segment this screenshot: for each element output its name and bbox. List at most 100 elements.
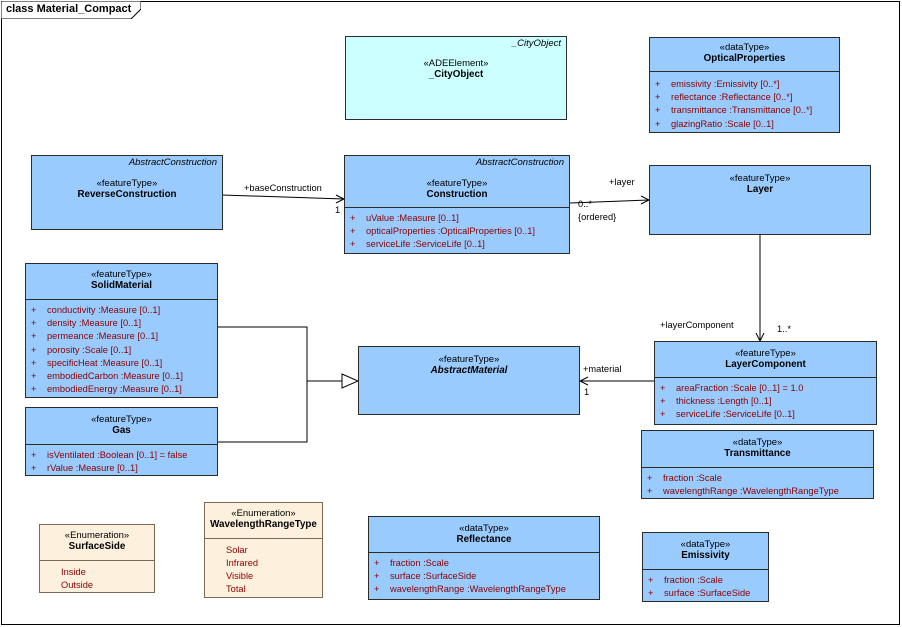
stereotype: «Enumeration» xyxy=(231,508,296,519)
class-name: Gas xyxy=(112,425,131,436)
attribute-text: permeance :Measure [0..1] xyxy=(47,331,159,342)
attribute: + fraction :Scale xyxy=(642,472,873,485)
stereotype: «dataType» xyxy=(680,539,731,550)
stereotype: «dataType» xyxy=(459,523,509,534)
visibility-marker: + xyxy=(374,584,380,595)
class-name: Reflectance xyxy=(456,534,512,545)
attribute: +density :Measure [0..1] xyxy=(26,317,217,330)
attribute-text: density :Measure [0..1] xyxy=(47,318,142,329)
attribute-list: +emissivity :Emissivity [0..*] +reflecta… xyxy=(650,71,839,131)
enum-surface-side[interactable]: «Enumeration» SurfaceSide Inside Outside xyxy=(39,524,155,593)
attribute-text: fraction :Scale xyxy=(664,575,723,585)
attribute: +fraction :Scale xyxy=(369,557,599,570)
frame-title: class Material_Compact xyxy=(6,3,132,15)
visibility-marker: + xyxy=(655,118,661,129)
attribute: +transmittance :Transmittance [0..*] xyxy=(650,104,839,117)
stereotype: «featureType» xyxy=(91,269,152,280)
class-solid-material[interactable]: «featureType» SolidMaterial + conductivit… xyxy=(25,263,218,398)
attribute-list: +fraction :Scale +wavelengthRange :Wavel… xyxy=(642,467,873,498)
class-optical-properties[interactable]: «dataType» OpticalProperties +emissivity… xyxy=(649,37,840,133)
attribute-text: surface :SurfaceSide xyxy=(664,588,751,599)
attribute-text: conductivity :Measure [0..1] xyxy=(47,305,161,315)
literal-list: Inside Outside xyxy=(40,560,154,592)
attribute: +serviceLife :ServiceLife [0..1] xyxy=(655,408,876,421)
class-name: LayerComponent xyxy=(725,359,806,370)
class-abstract-material[interactable]: «featureType» AbstractMaterial xyxy=(358,346,580,415)
attribute-text: wavelengthRange :WavelengthRangeType xyxy=(390,584,566,595)
attribute-text: surface :SurfaceSide xyxy=(390,571,477,582)
class-name: Layer xyxy=(746,184,774,195)
attribute: + porosity :Scale [0..1] xyxy=(26,344,217,357)
frame-title-tab xyxy=(1,1,141,19)
attribute-text: isVentilated :Boolean [0..1] = false xyxy=(47,450,188,460)
attribute-text: porosity :Scale [0..1] xyxy=(47,344,132,355)
attribute: +specificHeat :Measure [0..1] xyxy=(26,357,217,370)
attribute: + areaFraction :Scale [0..1] = 1.0 xyxy=(655,382,876,395)
visibility-marker: + xyxy=(648,588,654,599)
enum-literal: Visible xyxy=(226,571,254,581)
layer-line xyxy=(569,199,650,204)
enum-literal: Infrared xyxy=(226,558,259,568)
visibility-marker: + xyxy=(374,571,380,582)
class-gas[interactable]: «featureType» Gas +isVentilated :Boolean… xyxy=(25,407,218,476)
attribute: +rValue :Measure [0..1] xyxy=(26,462,217,475)
visibility-marker: + xyxy=(374,558,380,568)
attribute: +emissivity :Emissivity [0..*] xyxy=(650,78,839,91)
class-construction[interactable]: AbstractConstruction «featureType» Const… xyxy=(344,155,570,254)
attribute-text: fraction :Scale xyxy=(663,473,722,483)
visibility-marker: + xyxy=(660,383,666,393)
attribute-text: glazingRatio :Scale [0..1] xyxy=(671,118,774,129)
attribute-list: +fraction :Scale + surface :SurfaceSide +… xyxy=(369,552,599,597)
class-name: SolidMaterial xyxy=(91,280,152,291)
visibility-marker: + xyxy=(31,384,37,395)
class-reverse-construction[interactable]: AbstractConstruction «featureType» Rever… xyxy=(31,155,223,230)
class-city-object[interactable]: _CityObject «ADEElement» _CityObject xyxy=(345,36,567,120)
attribute-text: embodiedCarbon :Measure [0..1] xyxy=(47,370,183,381)
material-arrow xyxy=(578,376,589,386)
literal-list: Solar Infrared Visible Total xyxy=(205,538,322,596)
attribute: + wavelengthRange :WavelengthRangeType xyxy=(369,583,599,596)
attribute: + fraction :Scale xyxy=(643,574,768,587)
stereotype: «featureType» xyxy=(96,178,158,189)
attribute-text: areaFraction :Scale [0..1] = 1.0 xyxy=(676,383,804,393)
enum-literal: Outside xyxy=(61,580,94,590)
constraint-layer: {ordered} xyxy=(578,212,617,222)
visibility-marker: + xyxy=(31,305,37,315)
role-layer: +layer xyxy=(609,177,635,187)
class-reflectance[interactable]: «dataType» Reflectance +fraction :Scale … xyxy=(368,516,600,600)
class-transmittance[interactable]: «dataType» Transmittance +fraction :Scal… xyxy=(641,430,874,499)
attribute-text: serviceLife :ServiceLife [0..1] xyxy=(366,239,485,250)
visibility-marker: + xyxy=(31,450,37,460)
class-name: Transmittance xyxy=(724,448,791,459)
parent-class-label: AbstractConstruction xyxy=(475,157,564,168)
attribute: +serviceLife :ServiceLife [0..1] xyxy=(345,238,569,251)
attribute: + glazingRatio :Scale [0..1] xyxy=(650,118,839,131)
attribute-text: rValue :Measure [0..1] xyxy=(47,463,138,474)
visibility-marker: + xyxy=(647,486,653,497)
class-name: ReverseConstruction xyxy=(77,189,177,200)
attribute-list: +conductivity :Measure [0..1] +density :… xyxy=(26,299,217,396)
visibility-marker: + xyxy=(647,473,653,483)
stereotype: «Enumeration» xyxy=(64,530,130,541)
class-emissivity[interactable]: «dataType» Emissivity +fraction :Scale +… xyxy=(642,532,769,602)
attribute: + surface :SurfaceSide xyxy=(369,570,599,583)
visibility-marker: + xyxy=(660,396,666,407)
enum-literal: Solar xyxy=(226,545,248,555)
class-name: _CityObject xyxy=(428,69,484,80)
enum-wavelength-range-type[interactable]: «Enumeration» WavelengthRangeType Solar … xyxy=(204,502,323,598)
attribute-text: uValue :Measure [0..1] xyxy=(366,213,459,223)
attribute-text: thickness :Length [0..1] xyxy=(676,396,772,407)
visibility-marker: + xyxy=(350,213,356,223)
class-layer[interactable]: «featureType» Layer xyxy=(649,165,871,235)
attribute: + conductivity :Measure [0..1] xyxy=(26,304,217,317)
class-layer-component[interactable]: «featureType» LayerComponent +areaFracti… xyxy=(654,341,877,425)
visibility-marker: + xyxy=(660,409,666,420)
visibility-marker: + xyxy=(648,575,654,585)
visibility-marker: + xyxy=(350,226,356,237)
attribute: + isVentilated :Boolean [0..1] = false xyxy=(26,449,217,462)
parent-package-label: _CityObject xyxy=(511,38,561,49)
visibility-marker: + xyxy=(31,344,37,355)
enum-name: SurfaceSide xyxy=(68,541,126,552)
